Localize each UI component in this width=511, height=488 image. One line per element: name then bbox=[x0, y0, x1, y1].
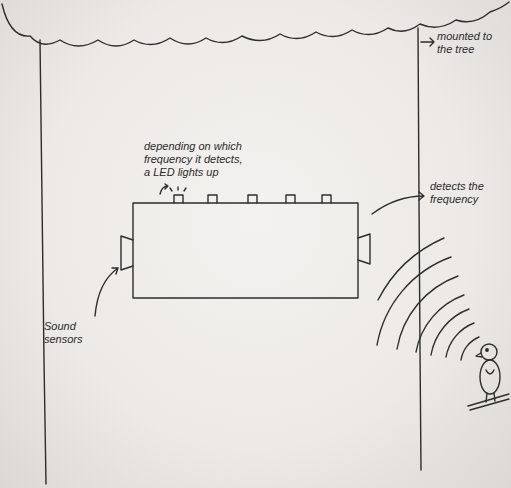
sound-wave bbox=[416, 295, 464, 352]
leader-arrow bbox=[372, 192, 424, 214]
led bbox=[174, 195, 183, 203]
annotation-text: Sound sensors bbox=[44, 320, 102, 346]
led bbox=[322, 195, 331, 203]
tree-canopy bbox=[2, 2, 509, 46]
leader-arrow bbox=[160, 184, 168, 194]
bird bbox=[468, 344, 509, 410]
sound-sensor bbox=[358, 234, 370, 264]
sound-wave bbox=[377, 257, 451, 345]
led bbox=[286, 195, 295, 203]
annotation-text: detects the frequency bbox=[430, 180, 508, 206]
tree-trunk-right bbox=[418, 28, 421, 470]
sound-wave bbox=[378, 238, 444, 300]
led bbox=[208, 195, 217, 203]
sound-sensor bbox=[121, 236, 133, 270]
leader-arrow bbox=[95, 268, 118, 316]
annotation-text: mounted to the tree bbox=[437, 30, 507, 56]
led-glow bbox=[170, 187, 186, 191]
annotation-text: depending on which frequency it detects,… bbox=[144, 140, 244, 179]
device-box bbox=[133, 203, 358, 298]
led bbox=[248, 195, 257, 203]
sound-wave bbox=[431, 309, 469, 355]
tree-trunk-left bbox=[40, 40, 46, 484]
sound-wave bbox=[446, 323, 474, 357]
leader-arrow bbox=[421, 38, 434, 46]
